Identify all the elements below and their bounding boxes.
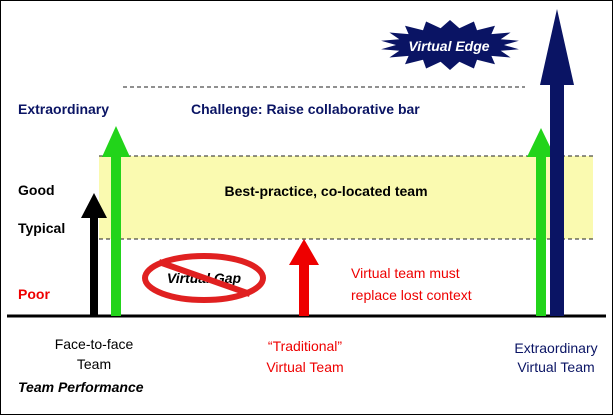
no-sign-slash bbox=[158, 259, 251, 297]
level-poor-label: Poor bbox=[18, 286, 50, 302]
virtual-edge-label: Virtual Edge bbox=[408, 38, 489, 54]
note-line-1: Virtual team must bbox=[351, 265, 460, 281]
starburst-shape bbox=[381, 20, 519, 70]
challenge-label: Challenge: Raise collaborative bar bbox=[191, 101, 420, 117]
face-to-face-typical-arrow bbox=[81, 193, 107, 316]
note-line-2: replace lost context bbox=[351, 287, 472, 303]
band-label: Best-practice, co-located team bbox=[224, 183, 427, 199]
face-to-face-label-2: Team bbox=[77, 356, 111, 372]
traditional-virtual-arrow bbox=[289, 239, 319, 316]
traditional-label-2: Virtual Team bbox=[266, 359, 343, 375]
extraordinary-best-arrow bbox=[527, 128, 555, 316]
level-typical-label: Typical bbox=[18, 220, 65, 236]
level-good-label: Good bbox=[18, 182, 55, 198]
virtual-edge-starburst: Virtual Edge bbox=[381, 20, 519, 70]
best-practice-band bbox=[99, 156, 593, 239]
level-extraordinary-label: Extraordinary bbox=[18, 101, 109, 117]
traditional-label-1: “Traditional” bbox=[268, 338, 343, 354]
face-to-face-best-arrow bbox=[102, 126, 130, 316]
face-to-face-label-1: Face-to-face bbox=[55, 336, 134, 352]
extraordinary-label-1: Extraordinary bbox=[514, 340, 597, 356]
virtual-gap-sign: Virtual Gap bbox=[142, 253, 266, 303]
extraordinary-label-2: Virtual Team bbox=[517, 359, 594, 375]
team-performance-label: Team Performance bbox=[18, 379, 144, 395]
extraordinary-edge-arrow bbox=[540, 9, 574, 316]
